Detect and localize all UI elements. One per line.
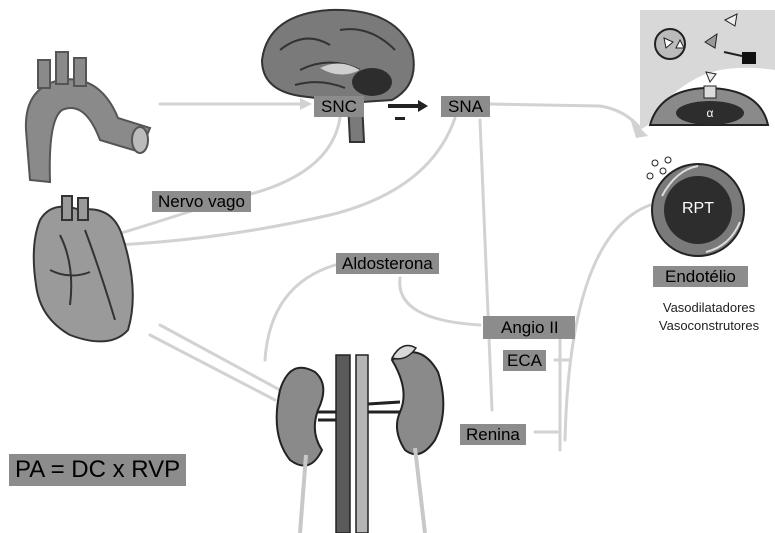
kidneys-icon bbox=[277, 346, 444, 533]
angio-ii-label: Angio II bbox=[483, 316, 575, 339]
rpt-label: RPT bbox=[676, 200, 720, 218]
aorta-icon bbox=[26, 52, 150, 182]
equation-label: PA = DC x RVP bbox=[9, 454, 186, 486]
snc-label: SNC bbox=[314, 96, 364, 117]
endotelio-label: Endotélio bbox=[653, 266, 748, 287]
renina-label: Renina bbox=[460, 424, 526, 445]
heart-icon bbox=[34, 196, 133, 341]
aldosterona-label: Aldosterona bbox=[336, 253, 439, 274]
sna-label: SNA bbox=[441, 96, 490, 117]
eca-label: ECA bbox=[503, 350, 546, 371]
alpha-label: α bbox=[702, 106, 718, 120]
nervo-vago-label: Nervo vago bbox=[152, 191, 251, 212]
vasoconstrutores-text: Vasoconstrutores bbox=[643, 318, 775, 333]
connector-arrows bbox=[115, 104, 650, 450]
vasodilatadores-text: Vasodilatadores bbox=[643, 300, 775, 315]
